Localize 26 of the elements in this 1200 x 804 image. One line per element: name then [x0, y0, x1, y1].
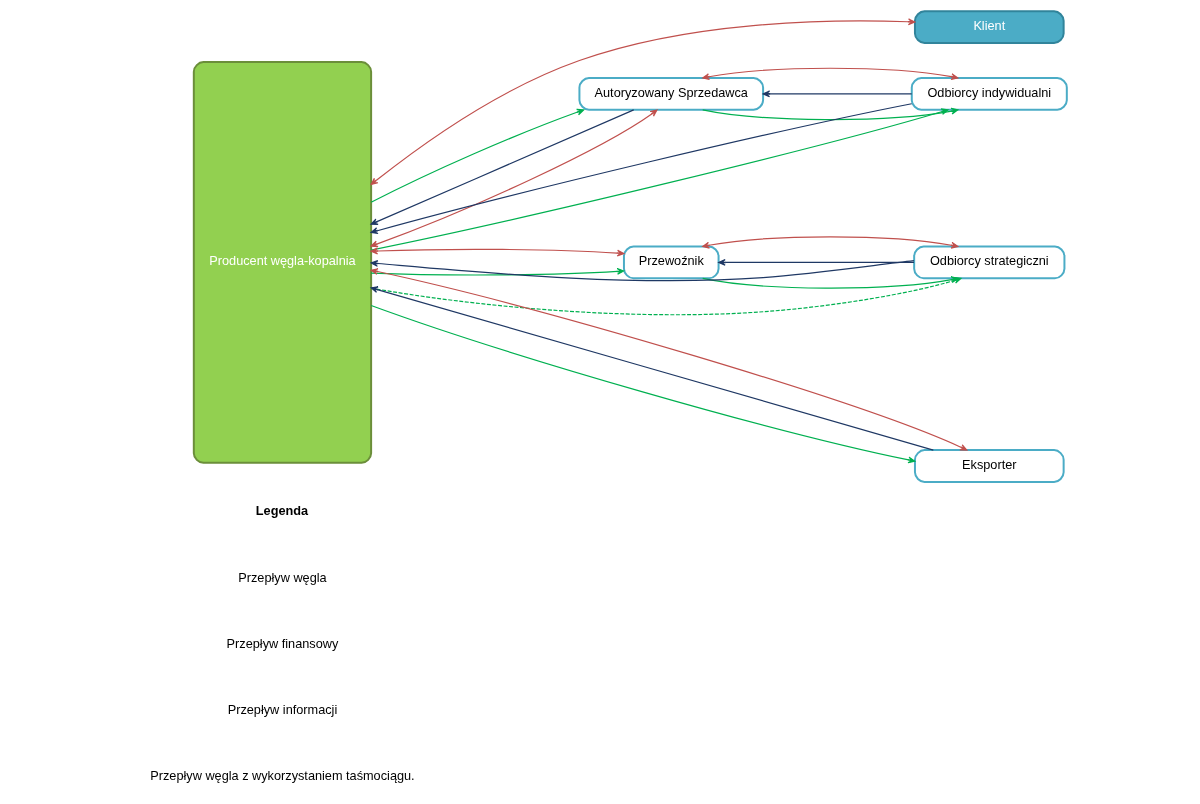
arrow: [370, 103, 912, 235]
label: Legenda: [255, 503, 308, 519]
arrow: [370, 108, 584, 203]
arrow: [370, 247, 624, 257]
legend-label: Przepływ finansowy: [226, 635, 338, 651]
arrow: [370, 260, 914, 282]
node-box: Autoryzowany Sprzedawca: [577, 77, 764, 111]
node-box: Odbiorcy strategiczni: [912, 245, 1065, 280]
arrow: [717, 259, 915, 266]
arrow: [701, 276, 958, 289]
node-box: Producent węgla-kopalnia: [192, 61, 372, 464]
legend-label: Przepływ węgla z wykorzystaniem taśmociągu.: [149, 767, 415, 783]
arrow: [370, 18, 915, 186]
arrow: [370, 267, 624, 276]
arrow: [370, 304, 915, 464]
node-box: Eksporter: [913, 449, 1065, 483]
arrow: [370, 109, 634, 225]
node-box: Klient: [913, 10, 1065, 44]
arrow: [701, 67, 958, 81]
arrow: [370, 109, 658, 248]
node-box: Przewoźnik: [622, 245, 720, 280]
arrow: [762, 90, 912, 98]
legend-label: Przepływ węgla: [237, 569, 327, 585]
node-box: Odbiorcy indywidualni: [910, 77, 1068, 111]
arrow: [701, 236, 958, 249]
legend-label: Przepływ informacji: [227, 701, 337, 717]
